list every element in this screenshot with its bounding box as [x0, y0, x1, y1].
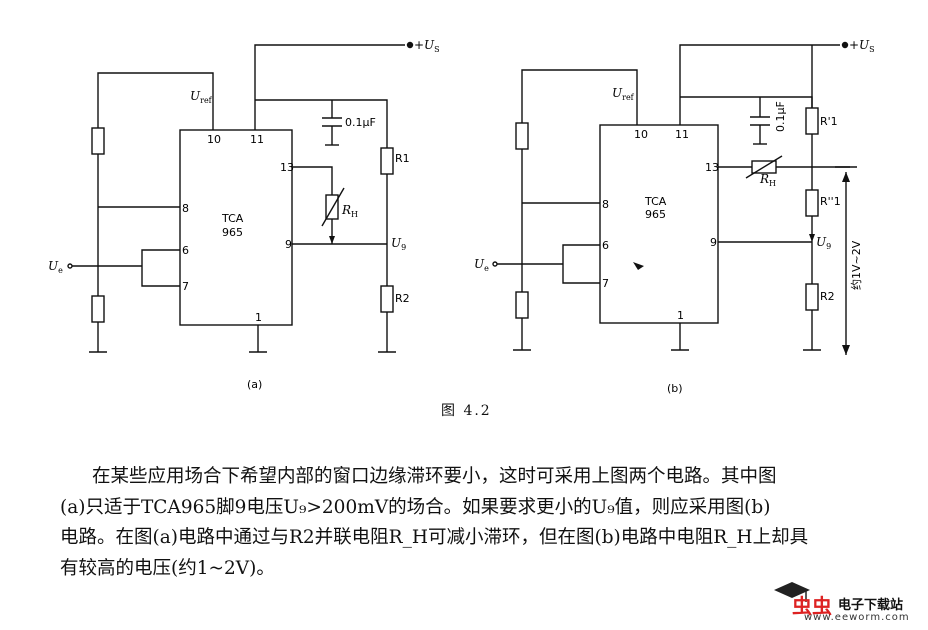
pin11-a: 11: [250, 133, 264, 146]
r1pp-label-b: R''1: [820, 195, 841, 208]
sub-caption-b: (b): [667, 382, 683, 395]
logo-url: www.eeworm.com: [804, 612, 910, 623]
pin1-a: 1: [255, 311, 262, 324]
rh-label-b: RH: [759, 172, 776, 188]
pin13-a: 13: [280, 161, 294, 174]
resistor-divider-bottom-a: [91, 295, 105, 323]
supply-label-b: +US: [849, 38, 875, 54]
resistor-r2-b: [805, 283, 819, 311]
pin10-a: 10: [207, 133, 221, 146]
supply-label-a: +US: [414, 38, 440, 54]
ue-label-b: Ue: [474, 257, 489, 273]
sub-caption-a: (a): [247, 378, 262, 391]
cap-label-b: 0.1μF: [774, 101, 787, 132]
ic-name-b: TCA: [644, 195, 667, 208]
voltage-range-label: 约1V~2V: [850, 240, 863, 290]
uref-label-b: Uref: [612, 86, 635, 102]
pin1-b: 1: [677, 309, 684, 322]
ic-number-a: 965: [222, 226, 243, 239]
rh-label-a: RH: [341, 203, 358, 219]
logo-chars: 虫虫: [792, 594, 832, 618]
u9-label-b: U9: [816, 235, 831, 251]
resistor-r1p-b: [805, 107, 819, 135]
r1p-label-b: R'1: [820, 115, 838, 128]
u9-label-a: U9: [391, 236, 406, 252]
body-line: 有较高的电压(约1~2V)。: [60, 557, 275, 579]
r2-label-b: R2: [820, 290, 835, 303]
cap-label-a: 0.1μF: [345, 116, 376, 129]
r1-label-a: R1: [395, 152, 410, 165]
pin8-b: 8: [602, 198, 609, 211]
resistor-divider-top-b: [515, 122, 529, 150]
graduation-cap-icon: [774, 582, 810, 602]
uref-label-a: Uref: [190, 89, 213, 105]
body-line: 在某些应用场合下希望内部的窗口边缘滞环要小，这时可采用上图两个电路。其中图: [92, 466, 777, 487]
pin13-b: 13: [705, 161, 719, 174]
resistor-r2-a: [380, 285, 394, 313]
pin9-b: 9: [710, 236, 717, 249]
pin11-b: 11: [675, 128, 689, 141]
logo-site-name: 电子下载站: [838, 598, 904, 613]
resistor-divider-top-a: [91, 127, 105, 155]
ic-name-a: TCA: [221, 212, 244, 225]
pin7-b: 7: [602, 277, 609, 290]
ic-box-a: [179, 129, 293, 326]
resistor-r1-a: [380, 147, 394, 175]
pin6-b: 6: [602, 239, 609, 252]
ic-box-b: [599, 124, 719, 324]
resistor-divider-bottom-b: [515, 291, 529, 319]
body-line: (a)只适于TCA965脚9电压U₉>200mV的场合。如果要求更小的U₉值，则…: [60, 496, 771, 518]
site-watermark-logo: 虫虫 电子下载站 www.eeworm.com: [770, 580, 920, 626]
body-paragraph: 在某些应用场合下希望内部的窗口边缘滞环要小，这时可采用上图两个电路。其中图 (a…: [60, 462, 890, 584]
ic-number-b: 965: [645, 208, 666, 221]
pin9-a: 9: [285, 238, 292, 251]
resistor-r1pp-b: [805, 189, 819, 217]
pin7-a: 7: [182, 280, 189, 293]
pin8-a: 8: [182, 202, 189, 215]
r2-label-a: R2: [395, 292, 410, 305]
figure-caption: 图 4.2: [441, 403, 492, 419]
ue-label-a: Ue: [48, 259, 63, 275]
pin10-b: 10: [634, 128, 648, 141]
body-line: 电路。在图(a)电路中通过与R2并联电阻R_H可减小滞环，但在图(b)电路中电阻…: [60, 527, 809, 548]
pin6-a: 6: [182, 244, 189, 257]
